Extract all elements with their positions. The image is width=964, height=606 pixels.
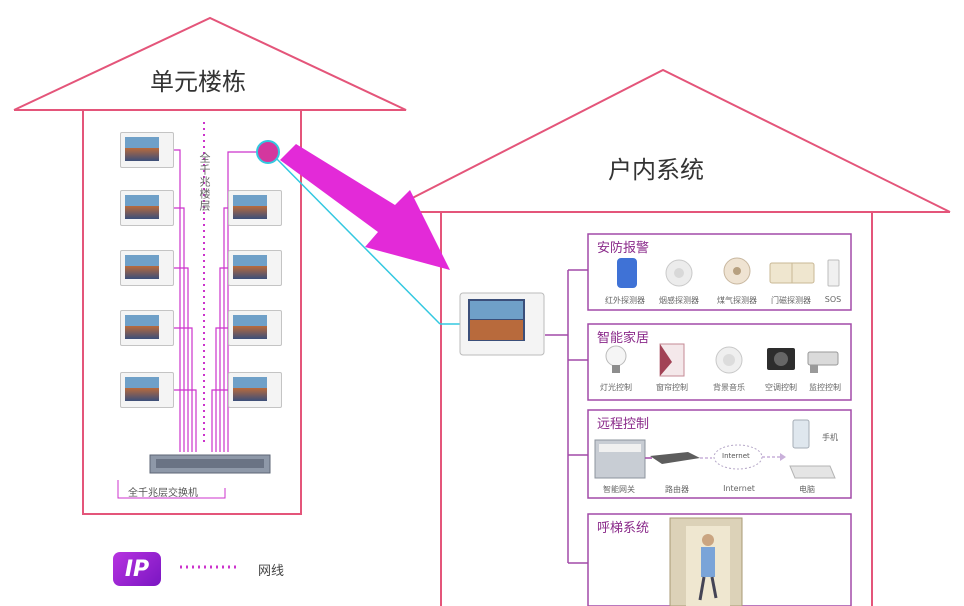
smarthome-item-label: 灯光控制 <box>600 383 632 392</box>
security-item-label: 烟感探测器 <box>659 296 699 305</box>
smarthome-devices <box>605 343 839 377</box>
smarthome-item-label: 背景音乐 <box>713 383 745 392</box>
switch-label-bracket <box>117 480 226 499</box>
floor-monitor <box>228 372 282 408</box>
building-title: 单元楼栋 <box>150 68 246 96</box>
floor-monitor <box>228 190 282 226</box>
switch-label: 全千兆层交换机 <box>128 488 198 499</box>
section-title-elevator: 呼梯系统 <box>597 521 650 536</box>
section-title-remote: 远程控制 <box>597 417 650 432</box>
left-cables <box>174 149 197 452</box>
building-body <box>82 109 302 515</box>
legend-line-label: 网线 <box>258 564 285 579</box>
monitor-screen <box>125 315 159 339</box>
monitor-screen <box>233 195 267 219</box>
monitor-screen <box>125 137 159 161</box>
home-roof <box>384 68 951 213</box>
security-item-label: 煤气探测器 <box>717 296 757 305</box>
monitor-screen <box>125 255 159 279</box>
elevator-illustration <box>669 517 743 606</box>
cable-label: 全千兆楼层 <box>198 152 211 212</box>
link-line <box>269 151 441 325</box>
remote-item-label: 路由器 <box>665 485 689 494</box>
router-icon <box>650 452 700 464</box>
infrared-detector-icon <box>617 258 637 288</box>
connection-node <box>256 140 280 164</box>
indoor-monitor <box>459 292 545 356</box>
section-box-elevator <box>587 513 852 606</box>
monitor-screen <box>125 377 159 401</box>
monitor-screen <box>125 195 159 219</box>
remote-item-label: 手机 <box>822 433 838 442</box>
security-devices <box>617 257 840 288</box>
remote-item-label: 智能网关 <box>603 485 635 494</box>
section-title-security: 安防报警 <box>597 241 650 256</box>
light-bulb-icon <box>605 345 627 367</box>
floor-monitor <box>228 250 282 286</box>
remote-devices <box>594 419 836 479</box>
section-box-smarthome <box>587 323 852 401</box>
laptop-icon <box>789 465 836 479</box>
floor-monitor <box>120 250 174 286</box>
network-switch <box>149 454 271 474</box>
section-box-remote <box>587 409 852 499</box>
smarthome-item-label: 窗帘控制 <box>656 383 688 392</box>
security-item-label: 门磁探测器 <box>771 296 811 305</box>
monitor-screen <box>233 315 267 339</box>
floor-monitor <box>120 372 174 408</box>
monitor-screen <box>233 255 267 279</box>
phone-icon <box>792 419 810 449</box>
internet-cloud-label: Internet <box>722 452 750 460</box>
floor-monitor <box>120 310 174 346</box>
security-item-label: SOS <box>824 295 842 304</box>
section-box-security <box>587 233 852 311</box>
sos-button-icon <box>827 259 840 287</box>
camera-icon <box>807 351 839 366</box>
security-item-label: 红外探测器 <box>605 296 645 305</box>
big-arrow <box>280 144 450 270</box>
floor-monitor <box>120 190 174 226</box>
floor-monitor <box>120 132 174 168</box>
ip-logo: IP <box>113 552 161 586</box>
monitor-screen <box>233 377 267 401</box>
floor-monitor <box>228 310 282 346</box>
remote-item-label: 电脑 <box>799 485 815 494</box>
smarthome-item-label: 空调控制 <box>765 383 797 392</box>
smarthome-item-label: 监控控制 <box>809 383 841 392</box>
section-connectors <box>545 269 588 564</box>
section-title-smarthome: 智能家居 <box>597 331 650 346</box>
home-title: 户内系统 <box>608 156 704 184</box>
remote-item-label: Internet <box>723 484 755 493</box>
